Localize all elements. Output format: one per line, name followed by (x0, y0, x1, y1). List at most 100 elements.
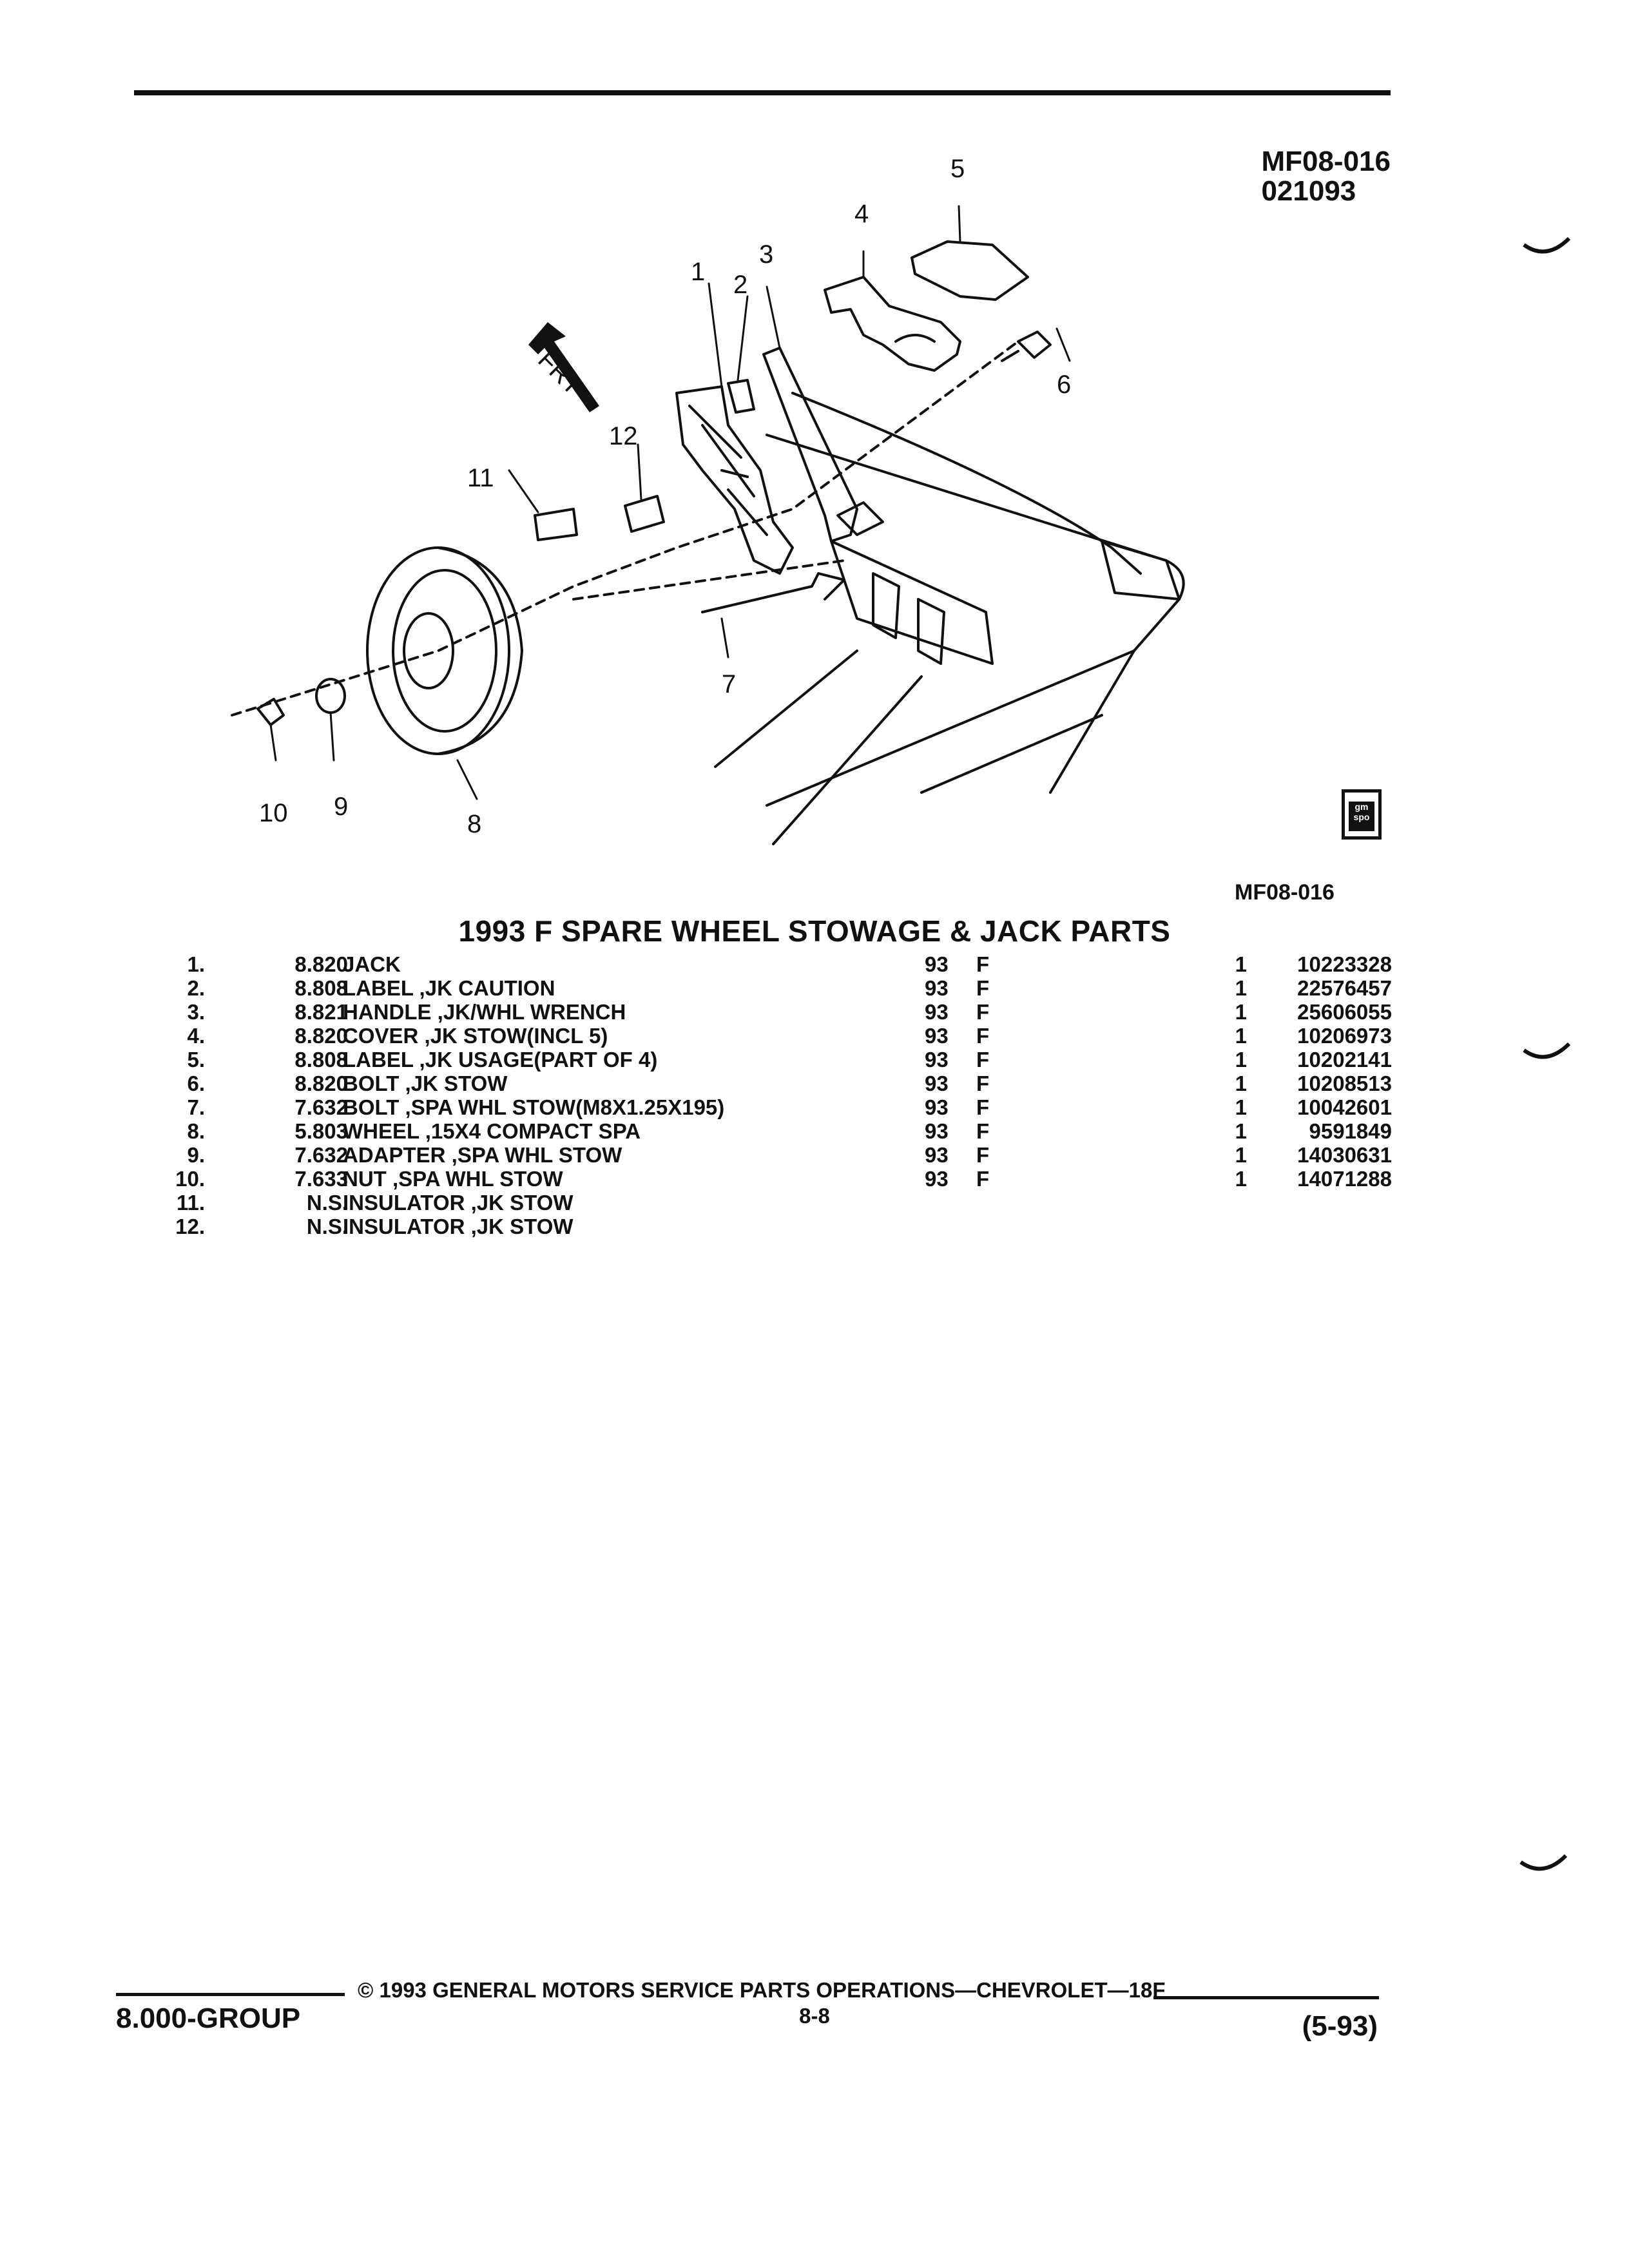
part-index: 9. (187, 1143, 205, 1167)
callout-1: 1 (691, 258, 705, 286)
bolt-6-shape (1001, 331, 1052, 362)
callout-6: 6 (1057, 370, 1071, 399)
series: F (976, 1024, 990, 1048)
trunk-edge (791, 392, 1142, 575)
part-number: 10208513 (1297, 1072, 1392, 1095)
parts-row: 12.N.S.INSULATOR ,JK STOW (155, 1215, 1392, 1238)
part-number: 10206973 (1297, 1024, 1392, 1048)
callout-4: 4 (854, 200, 869, 228)
model-year: 93 (925, 1000, 949, 1024)
group-number: 8.820 (294, 952, 348, 976)
reference-code-line-2: 021093 (1261, 175, 1356, 207)
group-label: 8.000-GROUP (116, 2003, 301, 2034)
part-number: 14071288 (1297, 1167, 1392, 1191)
leader-lines (269, 205, 1071, 800)
wheel-tread (437, 546, 523, 755)
quantity: 1 (1235, 1024, 1247, 1048)
callout-10: 10 (259, 799, 288, 827)
callout-11: 11 (467, 464, 494, 492)
trunk-floor (766, 434, 1185, 807)
part-number: 10202141 (1297, 1048, 1392, 1072)
series: F (976, 1048, 990, 1072)
figure-code: MF08-016 (1235, 880, 1335, 905)
part-description: ADAPTER ,SPA WHL STOW (343, 1143, 622, 1167)
part-index: 4. (187, 1024, 205, 1048)
callout-12: 12 (609, 422, 638, 450)
series: F (976, 1000, 990, 1024)
callout-numbers: 1 2 3 4 5 6 7 8 9 10 11 12 (259, 155, 1071, 838)
quantity: 1 (1235, 1095, 1247, 1119)
handle-bolt (836, 501, 884, 536)
wheel-hub (403, 612, 454, 689)
model-year: 93 (925, 1167, 949, 1191)
group-number: 5.803 (294, 1119, 348, 1143)
label-2-shape (727, 379, 755, 414)
reference-code: MF08-016 021093 (1261, 147, 1391, 206)
part-index: 7. (187, 1095, 205, 1119)
parts-row: 11.N.S.INSULATOR ,JK STOW (155, 1191, 1392, 1215)
quantity: 1 (1235, 1143, 1247, 1167)
model-year: 93 (925, 1143, 949, 1167)
binding-tick-2 (1523, 1042, 1571, 1059)
part-description: INSULATOR ,JK STOW (343, 1191, 574, 1215)
copyright-line: © 1993 GENERAL MOTORS SERVICE PARTS OPER… (358, 1978, 1166, 2002)
series: F (976, 1143, 990, 1167)
reference-code-line-1: MF08-016 (1261, 146, 1391, 177)
part-index: 6. (187, 1072, 205, 1095)
part-description: BOLT ,SPA WHL STOW(M8X1.25X195) (343, 1095, 725, 1119)
quantity: 1 (1235, 952, 1247, 976)
part-description: NUT ,SPA WHL STOW (343, 1167, 563, 1191)
quantity: 1 (1235, 1048, 1247, 1072)
group-number: 7.632 (294, 1143, 348, 1167)
series: F (976, 1119, 990, 1143)
group-number: 7.632 (294, 1095, 348, 1119)
group-number: 8.820 (294, 1024, 348, 1048)
quantity: 1 (1235, 1000, 1247, 1024)
model-year: 93 (925, 952, 949, 976)
binding-tick-3 (1519, 1854, 1568, 1871)
model-year: 93 (925, 976, 949, 1000)
group-number: N.S. (306, 1215, 348, 1238)
part-number: 10223328 (1297, 952, 1392, 976)
part-description: WHEEL ,15X4 COMPACT SPA (343, 1119, 641, 1143)
part-index: 3. (187, 1000, 205, 1024)
group-number: N.S. (306, 1191, 348, 1215)
part-description: BOLT ,JK STOW (343, 1072, 508, 1095)
part-index: 2. (187, 976, 205, 1000)
revision-date: (5-93) (1302, 2010, 1378, 2042)
group-number: 8.808 (294, 1048, 348, 1072)
part-description: JACK (343, 952, 401, 976)
footer-rule-left (116, 1993, 345, 1996)
group-number: 7.633 (294, 1167, 348, 1191)
wing-nut (256, 698, 285, 726)
adapter (315, 678, 346, 714)
part-description: LABEL ,JK CAUTION (343, 976, 555, 1000)
series: F (976, 976, 990, 1000)
bracket (872, 572, 945, 665)
callout-2: 2 (733, 271, 747, 299)
series: F (976, 952, 990, 976)
part-number: 22576457 (1297, 976, 1392, 1000)
gm-spo-badge-text: gm spo (1349, 802, 1374, 831)
quantity: 1 (1235, 1072, 1247, 1095)
part-description: COVER ,JK STOW(INCL 5) (343, 1024, 608, 1048)
body-lines (714, 649, 1135, 845)
part-index: 10. (175, 1167, 205, 1191)
page-number: 8-8 (799, 2004, 830, 2028)
callout-7: 7 (722, 670, 736, 698)
callout-5: 5 (950, 155, 965, 183)
model-year: 93 (925, 1072, 949, 1095)
jack-shape (675, 385, 794, 575)
gm-spo-badge: gm spo (1342, 789, 1382, 840)
assembly-line-2 (572, 559, 845, 601)
jack-detail (688, 405, 768, 536)
